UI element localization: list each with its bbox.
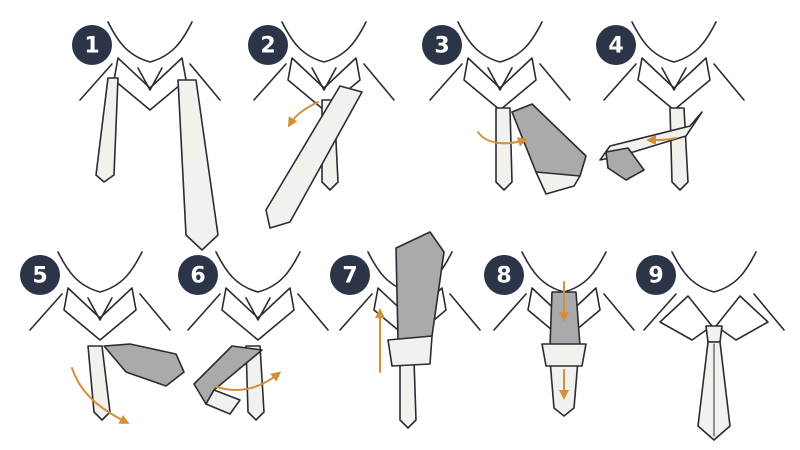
tie-wide-end-dark	[103, 343, 185, 387]
collar-band	[113, 57, 187, 111]
collar-band	[63, 287, 137, 341]
collar-points	[311, 67, 337, 91]
step-badge-3: 3	[422, 25, 462, 65]
step-badge-6: 6	[178, 255, 218, 295]
neck-outline	[457, 21, 543, 63]
knot	[705, 325, 723, 343]
step-2-arrow	[287, 101, 319, 128]
step-badge-8: 8	[484, 255, 524, 295]
step-number-7: 7	[342, 264, 357, 289]
tie-narrow-end	[245, 345, 265, 421]
step-badge-4: 4	[596, 25, 636, 65]
step-number-4: 4	[608, 34, 623, 59]
tie-narrow-end	[669, 107, 689, 191]
collar-points	[87, 297, 113, 321]
collar-right	[715, 295, 769, 341]
step-5-illustration	[29, 251, 185, 424]
tie-wide-end-light	[205, 389, 241, 415]
neck-outline	[215, 251, 301, 293]
step-6-illustration	[187, 251, 329, 421]
step-number-6: 6	[190, 264, 205, 289]
tie-wide-end	[265, 85, 363, 229]
shoulder-right	[189, 63, 221, 101]
shoulder-left	[429, 63, 463, 101]
collar-left	[659, 295, 713, 341]
step-badge-2: 2	[248, 25, 288, 65]
collar-points	[487, 67, 513, 91]
shoulder-right	[139, 293, 171, 331]
collar-band	[463, 57, 537, 111]
shoulder-left	[187, 293, 221, 331]
neck-outline	[57, 251, 143, 293]
collar-band	[637, 57, 711, 111]
step-number-1: 1	[84, 34, 99, 59]
shoulder-right	[713, 63, 745, 101]
shoulder-right	[539, 63, 571, 101]
step-2-illustration	[253, 21, 395, 229]
step-8-illustration	[493, 251, 635, 417]
tie-narrow-end	[399, 359, 417, 429]
step-badge-1: 1	[72, 25, 112, 65]
shoulder-left	[339, 293, 373, 331]
step-3-illustration	[429, 21, 587, 195]
step-6-arrow	[213, 371, 282, 391]
tie-wide-end-dark	[605, 147, 645, 181]
knot	[541, 343, 587, 367]
knot	[387, 335, 433, 367]
step-4-arrow	[646, 134, 677, 145]
shoulder-right	[449, 293, 481, 331]
tie-narrow-end	[495, 107, 513, 191]
shoulder-left	[643, 293, 677, 331]
neck-outline	[107, 21, 193, 63]
shoulder-right	[753, 293, 785, 331]
shoulder-left	[79, 63, 113, 101]
tie-wide-end-light	[535, 171, 581, 195]
step-number-8: 8	[496, 264, 511, 289]
step-number-3: 3	[434, 34, 449, 59]
neck-outline	[631, 21, 717, 63]
step-4-illustration	[599, 21, 745, 191]
step-3-arrow	[477, 131, 528, 147]
step-9-illustration	[643, 251, 785, 441]
tie-narrow-end	[95, 77, 119, 183]
shoulder-right	[363, 63, 395, 101]
tie-wide-end-dark	[395, 231, 445, 341]
step-7-illustration	[339, 231, 481, 429]
step-badge-5: 5	[20, 255, 60, 295]
step-5-arrow	[71, 367, 130, 424]
tie-narrow-end	[87, 345, 111, 421]
collar-points	[661, 67, 687, 91]
collar-band	[221, 287, 295, 341]
shoulder-left	[253, 63, 287, 101]
step-badge-7: 7	[330, 255, 370, 295]
step-number-2: 2	[260, 34, 275, 59]
collar-points	[137, 67, 163, 91]
neck-outline	[671, 251, 757, 293]
step-number-5: 5	[32, 264, 47, 289]
shoulder-left	[29, 293, 63, 331]
shoulder-left	[493, 293, 527, 331]
tie-wide-end	[177, 79, 219, 251]
collar-points	[245, 297, 271, 321]
step-number-9: 9	[648, 264, 663, 289]
shoulder-right	[603, 293, 635, 331]
shoulder-right	[297, 293, 329, 331]
step-badge-9: 9	[636, 255, 676, 295]
shoulder-left	[603, 63, 637, 101]
step-1-illustration	[79, 21, 221, 251]
neck-outline	[281, 21, 367, 63]
